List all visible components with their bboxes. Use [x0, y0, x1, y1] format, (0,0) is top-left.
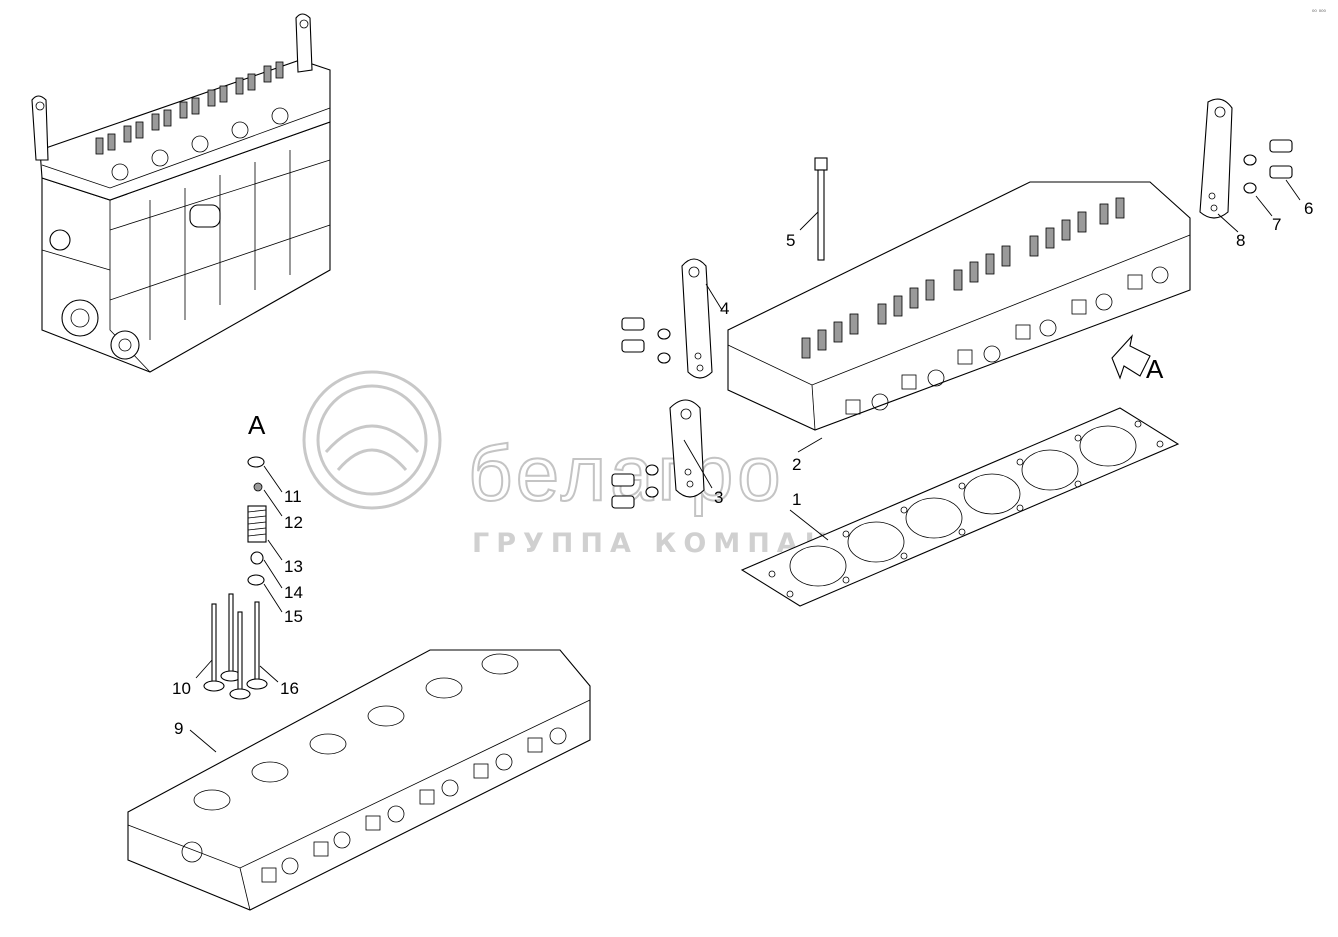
lifting-eye-8-illustration: [1199, 98, 1233, 219]
callout-7: 7: [1272, 215, 1281, 234]
view-label: A: [248, 410, 266, 440]
callout-15: 15: [284, 607, 303, 626]
callout-3: 3: [714, 488, 723, 507]
callout-8: 8: [1236, 231, 1245, 250]
callout-5: 5: [786, 231, 795, 250]
callout-4: 4: [720, 299, 729, 318]
lifting-eye-3-illustration: [669, 399, 705, 498]
callout-13: 13: [284, 557, 303, 576]
valve-detail-illustration: A: [203, 410, 268, 700]
watermark-logo: [302, 370, 442, 510]
callout-9: 9: [174, 719, 183, 738]
head-gasket-illustration: [740, 407, 1180, 607]
callout-14: 14: [284, 583, 303, 602]
engine-assembly-illustration: [31, 13, 331, 373]
bolts-washers-6-7-illustration: [1243, 139, 1293, 194]
callout-2: 2: [792, 455, 801, 474]
cylinder-head-upper-illustration: [727, 181, 1191, 431]
callout-1: 1: [792, 490, 801, 509]
head-bolt-illustration: [814, 157, 828, 261]
callout-12: 12: [284, 513, 303, 532]
bolts-washers-3-illustration: [611, 464, 659, 509]
cylinder-head-bare-illustration: [127, 649, 591, 911]
callout-10: 10: [172, 679, 191, 698]
callout-16: 16: [280, 679, 299, 698]
view-arrow-letter: A: [1146, 354, 1164, 384]
view-arrow-a: A: [1111, 334, 1164, 384]
callouts: 1 2 3 4 5 6 7 8 9 10 11 12 13 14 15 16: [172, 199, 1313, 738]
lifting-eye-4-illustration: [681, 258, 713, 379]
callout-11: 11: [284, 487, 302, 506]
corner-mark: ₀₀ ₀₀₀: [1312, 7, 1327, 14]
bolts-washers-4-illustration: [621, 317, 671, 364]
leader-lines: [189, 179, 1301, 753]
callout-6: 6: [1304, 199, 1313, 218]
